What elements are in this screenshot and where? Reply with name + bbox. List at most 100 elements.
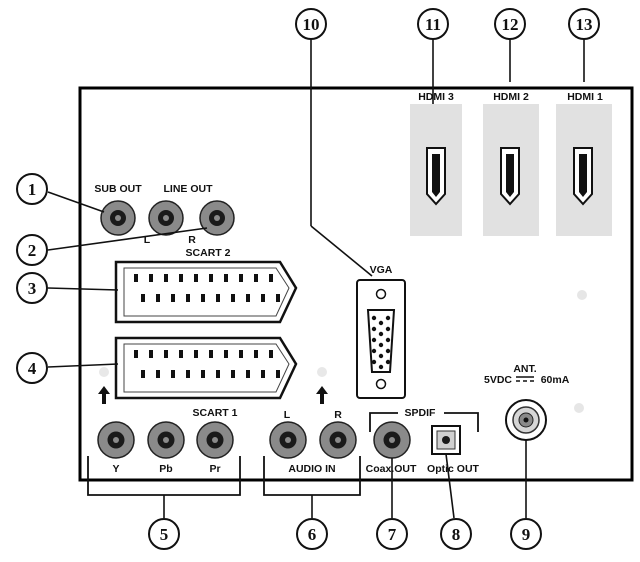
up-arrow-icon — [98, 386, 110, 404]
audio-in-right-jack[interactable] — [319, 421, 357, 459]
callout-11: 11 — [417, 8, 449, 40]
screw-hole — [317, 367, 327, 377]
sub-out-label: SUB OUT — [94, 183, 142, 195]
scart-pin — [171, 294, 175, 302]
spdif-label: SPDIF — [405, 407, 437, 419]
optic-out-port[interactable] — [431, 425, 461, 455]
callout-7: 7 — [376, 518, 408, 550]
scart-pin — [194, 350, 198, 358]
scart-pin — [149, 350, 153, 358]
callout-4: 4 — [16, 352, 48, 384]
antenna-socket[interactable] — [505, 399, 547, 441]
callout-number: 10 — [303, 15, 320, 34]
component-pr-jack[interactable] — [196, 421, 234, 459]
callout-10: 10 — [295, 8, 327, 40]
scart-pin — [141, 370, 145, 378]
y-label: Y — [112, 463, 119, 475]
line-out-left-jack[interactable] — [148, 200, 184, 236]
audio-in-left-jack[interactable] — [269, 421, 307, 459]
vga-pins — [371, 315, 391, 370]
pb-label: Pb — [159, 463, 172, 475]
scart-connector-icon — [114, 336, 298, 400]
component-y-jack[interactable] — [97, 421, 135, 459]
scart-pin — [261, 370, 265, 378]
dc-symbol — [516, 376, 534, 382]
hdmi-1-port[interactable]: HDMI 1 — [556, 91, 612, 236]
callout-number: 13 — [576, 15, 593, 34]
sub-out-jack[interactable] — [100, 200, 136, 236]
coax-out-jack[interactable] — [373, 421, 411, 459]
hdmi-2-label: HDMI 2 — [493, 91, 529, 103]
scart-pin — [209, 274, 213, 282]
hdmi-port-icon — [426, 147, 446, 206]
scart-pin — [224, 350, 228, 358]
callout-8: 8 — [440, 518, 472, 550]
scart-pin — [149, 274, 153, 282]
power-left-label: 5VDC — [484, 374, 512, 386]
line-out-right-jack[interactable] — [199, 200, 235, 236]
screw-hole — [577, 290, 587, 300]
leader-lines — [47, 38, 585, 519]
vga-pin — [385, 348, 391, 354]
component-pb-jack[interactable] — [147, 421, 185, 459]
scart-pin — [261, 294, 265, 302]
callout-number: 11 — [425, 15, 441, 34]
scart-pin — [276, 294, 280, 302]
vga-pin — [385, 315, 391, 321]
scart-pin — [201, 370, 205, 378]
scart-2-label: SCART 2 — [186, 247, 231, 259]
ant-label: ANT. — [513, 363, 536, 375]
callout-number: 5 — [160, 525, 169, 544]
scart-pin — [201, 294, 205, 302]
callout-number: 6 — [308, 525, 317, 544]
vga-pin — [371, 359, 377, 365]
scart-pin — [269, 350, 273, 358]
scart-2-port[interactable] — [114, 260, 298, 324]
vga-pin — [371, 348, 377, 354]
scart-pin — [209, 350, 213, 358]
vga-pin — [385, 359, 391, 365]
vga-pin — [371, 326, 377, 332]
scart-pin — [164, 350, 168, 358]
callout-9: 9 — [510, 518, 542, 550]
callout-2: 2 — [16, 234, 48, 266]
vga-port[interactable] — [356, 279, 406, 399]
scart-pin — [239, 274, 243, 282]
hdmi-3-port[interactable]: HDMI 3 — [410, 91, 462, 236]
scart-2-pins — [134, 274, 280, 302]
scart-1-port[interactable] — [114, 336, 298, 400]
callout-number: 1 — [28, 180, 37, 199]
hdmi-1-label: HDMI 1 — [567, 91, 603, 103]
audio-in-label: AUDIO IN — [288, 463, 335, 475]
vga-label: VGA — [370, 264, 393, 276]
scart-connector-icon — [114, 260, 298, 324]
up-arrow-icon — [316, 386, 328, 404]
scart-pin — [171, 370, 175, 378]
hdmi-2-port[interactable]: HDMI 2 — [483, 91, 539, 236]
scart-1-label: SCART 1 — [193, 407, 238, 419]
line-out-label: LINE OUT — [164, 183, 214, 195]
scart-pin — [246, 294, 250, 302]
scart-pin — [239, 350, 243, 358]
scart-pin — [186, 294, 190, 302]
callout-number: 7 — [388, 525, 397, 544]
hdmi-port-icon — [500, 147, 520, 206]
callout-number: 4 — [28, 359, 37, 378]
vga-pin — [371, 337, 377, 343]
vga-pin — [378, 364, 384, 370]
scart-pin — [276, 370, 280, 378]
callout-number: 9 — [522, 525, 531, 544]
hdmi-3-label: HDMI 3 — [418, 91, 454, 103]
line-out-left-label: L — [144, 234, 151, 246]
scart-pin — [186, 370, 190, 378]
scart-pin — [269, 274, 273, 282]
callout-12: 12 — [494, 8, 526, 40]
vga-pin — [378, 320, 384, 326]
callout-number: 2 — [28, 241, 37, 260]
callout-number: 3 — [28, 279, 37, 298]
pr-label: Pr — [209, 463, 220, 475]
scart-pin — [246, 370, 250, 378]
